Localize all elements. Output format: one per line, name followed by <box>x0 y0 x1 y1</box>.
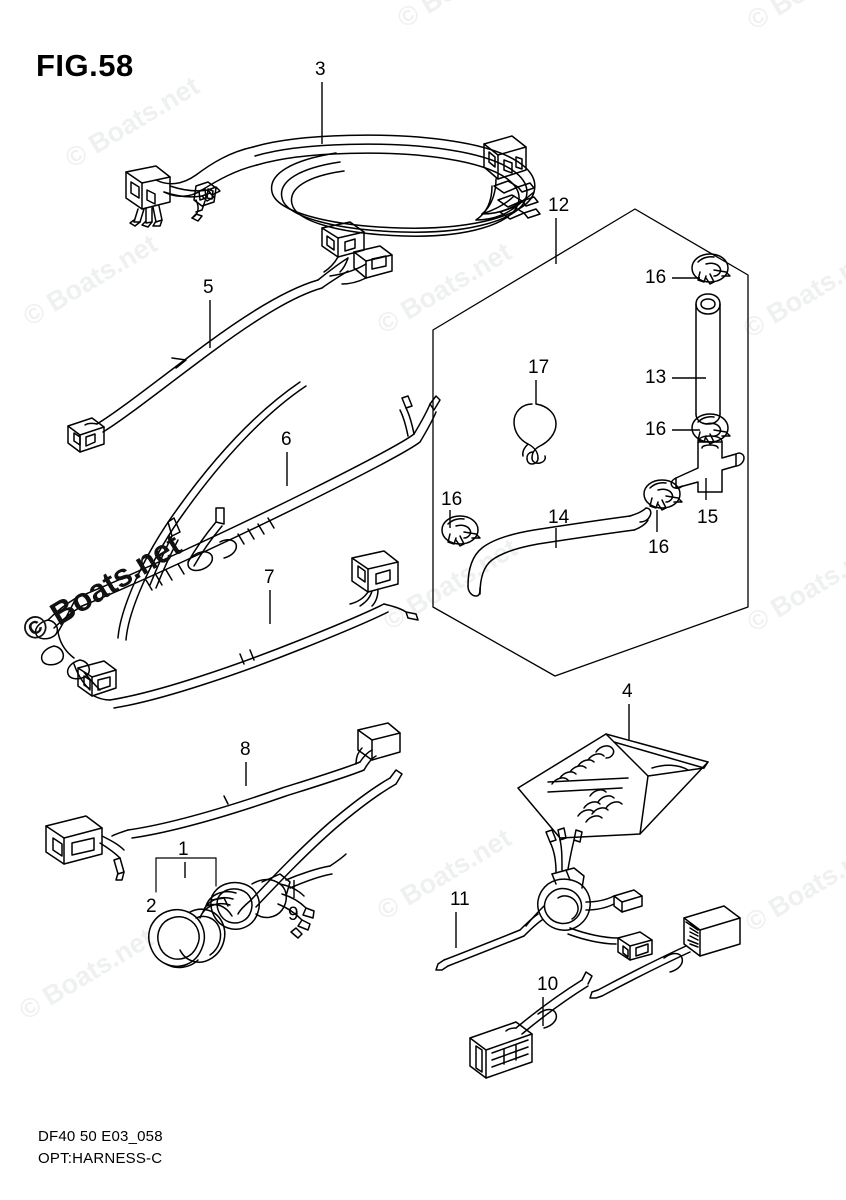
figure-footer: DF40 50 E03_058 OPT:HARNESS-C <box>38 1126 163 1170</box>
section-label: OPT:HARNESS-C <box>38 1150 163 1167</box>
callout-number-5: 5 <box>203 277 214 298</box>
callout-number-16: 16 <box>441 489 463 510</box>
part-16-hose-clamp-left <box>441 515 481 547</box>
callout-number-13: 13 <box>645 367 667 388</box>
callout-number-6: 6 <box>281 429 292 450</box>
callout-number-9: 9 <box>288 904 299 925</box>
part-5-branch-harness <box>117 381 307 641</box>
callout-number-3: 3 <box>315 59 326 80</box>
part-15-t-fitting <box>670 435 745 493</box>
callout-number-7: 7 <box>264 567 275 588</box>
part-4-parts-bag <box>517 733 709 839</box>
callout-number-16: 16 <box>645 267 667 288</box>
figure-title: FIG.58 <box>36 48 134 83</box>
part-14-fuel-hose <box>467 507 652 597</box>
callout-number-1: 1 <box>178 839 189 860</box>
part-16-hose-clamp-top <box>691 253 731 285</box>
callout-number-2: 2 <box>146 896 157 917</box>
callout-number-10: 10 <box>537 974 559 995</box>
callout-number-16: 16 <box>645 419 667 440</box>
part-2-switch-cap <box>148 897 233 969</box>
part-6-taped-harness <box>34 395 441 691</box>
part-9-switch-lead <box>237 769 403 915</box>
part-5-harness-body <box>67 221 393 453</box>
part-13-fuel-filter <box>695 293 721 425</box>
part-16-hose-clamp-mid <box>691 413 731 445</box>
part-7-short-harness <box>77 550 419 709</box>
callout-number-12: 12 <box>548 195 570 216</box>
harness-right-big-connector <box>589 905 741 999</box>
part-17-wire-clip <box>513 403 557 465</box>
part-3-extension-harness <box>125 134 541 237</box>
callout-number-15: 15 <box>697 507 719 528</box>
model-code: DF40 50 E03_058 <box>38 1128 163 1145</box>
part-10-adapter-harness <box>469 971 593 1079</box>
part-1-ignition-switch <box>155 853 347 939</box>
callout-number-4: 4 <box>622 681 633 702</box>
callout-number-16: 16 <box>648 537 670 558</box>
callout-number-14: 14 <box>548 507 570 528</box>
callout-number-8: 8 <box>240 739 251 760</box>
callout-number-11: 11 <box>450 889 470 910</box>
callout-number-17: 17 <box>528 357 550 378</box>
part-12-kit-box <box>432 208 749 677</box>
part-11-harness <box>435 827 653 971</box>
part-16-hose-clamp-right <box>643 479 683 511</box>
part-8-harness <box>45 722 401 881</box>
